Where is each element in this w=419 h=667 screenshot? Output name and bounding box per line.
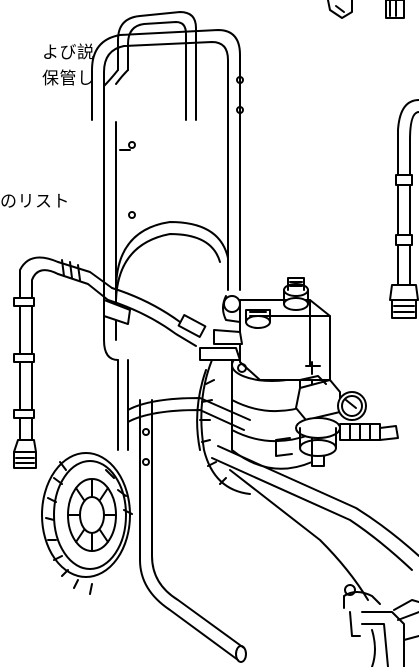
right-hose-fragment [389, 99, 419, 319]
text-line-1: よび説 [42, 43, 95, 63]
cart-frame [103, 121, 419, 663]
cart-wheel [41, 452, 133, 595]
text-line-2: 保管し [42, 69, 95, 89]
pump-unit [196, 277, 399, 495]
cart-handle [91, 11, 244, 291]
left-hose [13, 256, 207, 469]
spray-gun-fragment [343, 584, 419, 667]
text-line-3: のリスト [0, 192, 70, 212]
top-accessory-fragment [327, 0, 405, 19]
